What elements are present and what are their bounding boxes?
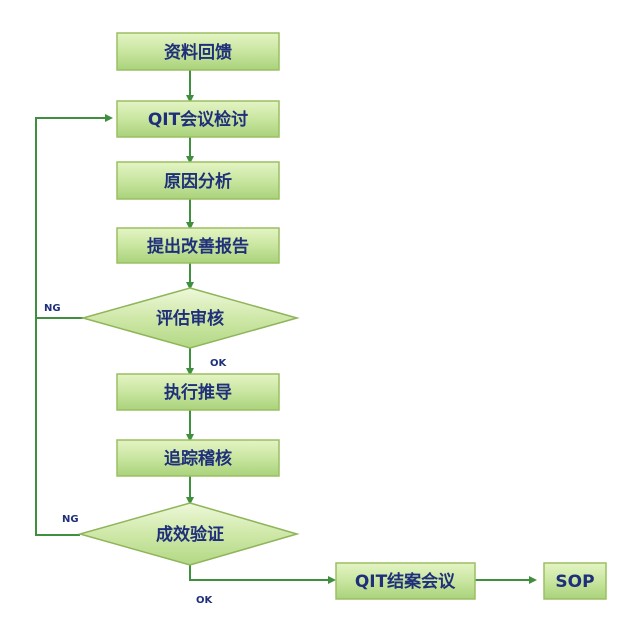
node-sop-label: SOP [555, 572, 594, 592]
node-qit-review: QIT会议检讨 [116, 100, 280, 138]
node-improvement-report-label: 提出改善报告 [147, 236, 249, 257]
node-feedback-label: 资料回馈 [164, 42, 232, 63]
node-feedback: 资料回馈 [116, 32, 280, 71]
verification-ok-label: OK [196, 595, 214, 606]
node-verification-label: 成效验证 [156, 524, 224, 545]
evaluation-ng-label: NG [44, 303, 61, 314]
evaluation-ok-label: OK [210, 358, 228, 369]
node-qit-closing: QIT结案会议 [335, 562, 476, 600]
verification-ng-label: NG [62, 514, 79, 525]
node-improvement-report: 提出改善报告 [116, 227, 280, 264]
node-implement-label: 执行推导 [164, 382, 232, 403]
node-sop: SOP [543, 562, 607, 600]
node-root-cause-label: 原因分析 [164, 171, 232, 192]
node-tracking: 追踪稽核 [116, 439, 280, 477]
node-evaluation: 评估审核 [80, 287, 300, 349]
node-tracking-label: 追踪稽核 [164, 448, 232, 469]
node-verification: 成效验证 [77, 502, 300, 566]
arrow-verification-ng-loop [35, 114, 113, 536]
node-root-cause: 原因分析 [116, 161, 280, 200]
arrow-verification-ok [189, 565, 336, 584]
node-evaluation-label: 评估审核 [156, 308, 224, 329]
node-qit-review-label: QIT会议检讨 [148, 109, 248, 130]
node-qit-closing-label: QIT结案会议 [355, 571, 456, 592]
edges [35, 70, 537, 584]
node-implement: 执行推导 [116, 373, 280, 411]
